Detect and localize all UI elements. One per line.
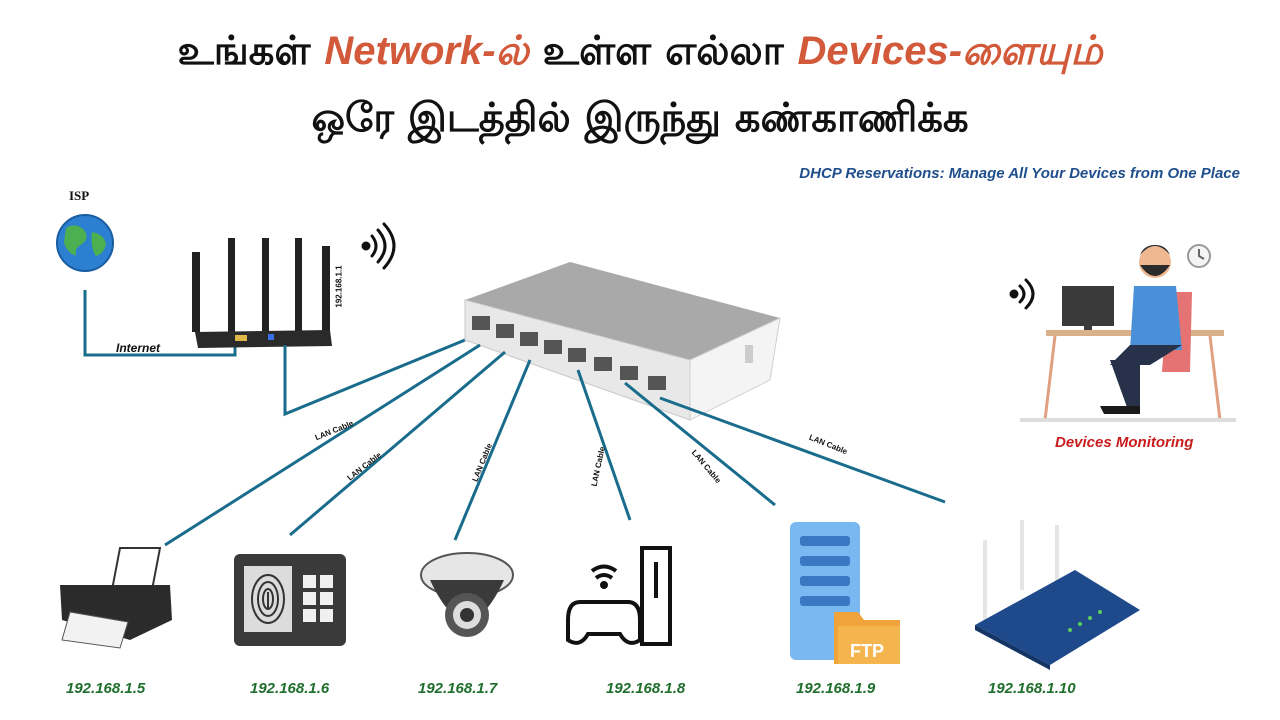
- network-switch: [464, 262, 781, 421]
- biometric-lock-icon: [234, 554, 346, 646]
- device-ip-wifi-router: 192.168.1.10: [988, 680, 1076, 697]
- subtitle: DHCP Reservations: Manage All Your Devic…: [799, 165, 1240, 182]
- device-ip-cctv-camera: 192.168.1.7: [418, 680, 498, 697]
- internet-line: [83, 290, 237, 357]
- internet-label: Internet: [116, 341, 161, 355]
- devices-monitoring-label: Devices Monitoring: [1055, 434, 1194, 451]
- title-devices: Devices-ளையும்: [797, 29, 1103, 73]
- cable-camera: [453, 359, 532, 541]
- main-router: [192, 238, 332, 348]
- title-part-3: உள்ள எல்லா: [528, 28, 798, 74]
- device-ip-gaming-console: 192.168.1.8: [606, 680, 686, 697]
- monitoring-person-icon: [1009, 244, 1236, 422]
- title-part-1: உங்கள்: [177, 28, 325, 74]
- wifi-signal-icon: [1009, 278, 1035, 310]
- cctv-camera-icon: [420, 552, 514, 637]
- cable-printer: [164, 343, 481, 547]
- device-ip-biometric-lock: 192.168.1.6: [250, 680, 330, 697]
- cable-ftp: [624, 381, 776, 507]
- printer-icon: [60, 547, 172, 649]
- globe-icon: [56, 214, 114, 272]
- ftp-server-icon: [790, 522, 900, 664]
- router-ip-label: 192.168.1.1: [334, 265, 344, 308]
- device-ip-ftp-server: 192.168.1.9: [796, 680, 876, 697]
- title-line-1: உங்கள் Network-ல் உள்ள எல்லா Devices-ளைய…: [0, 28, 1280, 79]
- router-switch-cable: [283, 338, 466, 417]
- wifi-signal-icon: [361, 222, 396, 270]
- cable-wifi-router: [659, 396, 946, 504]
- title-line-2: ஒரே இடத்தில் இருந்து கண்காணிக்க: [311, 95, 969, 141]
- cable-console: [576, 369, 632, 521]
- device-ip-printer: 192.168.1.5: [66, 680, 146, 697]
- ftp-label: FTP: [850, 641, 884, 661]
- cable-biometric: [289, 350, 506, 537]
- gaming-console-icon: [566, 546, 672, 646]
- wifi-router-icon: [975, 520, 1140, 670]
- title-network: Network-ல்: [324, 29, 529, 73]
- lan-cables: [164, 343, 946, 547]
- isp-label: ISP: [69, 188, 90, 203]
